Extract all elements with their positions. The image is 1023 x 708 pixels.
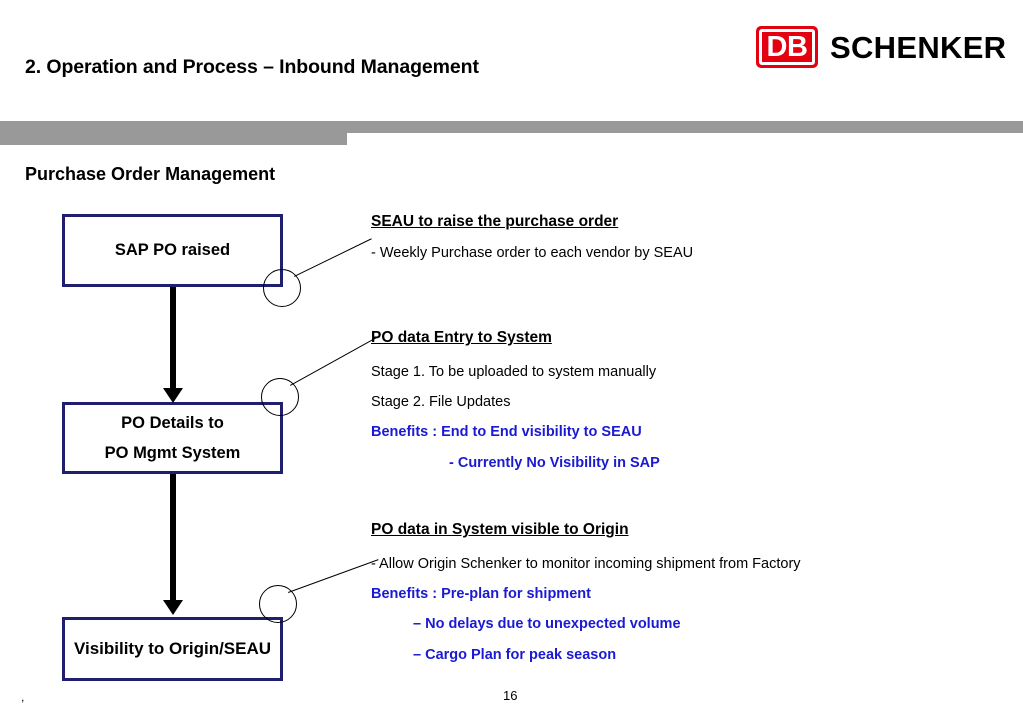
corner-mark: , [21, 690, 25, 704]
flow-box-po-details: PO Details to PO Mgmt System [62, 402, 283, 474]
flow-box-label-line1: PO Details to [121, 413, 224, 432]
divider-band-block [0, 121, 347, 145]
section-heading: Purchase Order Management [25, 164, 276, 184]
annotation-line-benefit: Benefits : End to End visibility to SEAU [371, 424, 642, 441]
annotation-line: - Weekly Purchase order to each vendor b… [371, 244, 694, 261]
annotation-heading: SEAU to raise the purchase order [371, 213, 619, 230]
callout-circle-1 [263, 269, 301, 307]
schenker-wordmark: SCHENKER [830, 29, 1007, 65]
annotation-block-3: PO data in System visible to Origin - Al… [371, 521, 801, 664]
callout-leader-line-2 [290, 336, 378, 386]
annotation-block-2: PO data Entry to System Stage 1. To be u… [371, 329, 660, 472]
flow-box-sap-po-raised: SAP PO raised [62, 214, 283, 287]
annotation-heading: PO data Entry to System [371, 329, 552, 346]
callout-leader-line-3 [288, 559, 379, 593]
annotation-heading: PO data in System visible to Origin [371, 521, 629, 538]
flow-box-visibility: Visibility to Origin/SEAU [62, 617, 283, 681]
db-logo-mark: DB [756, 26, 818, 68]
db-logo-text: DB [760, 30, 814, 64]
annotation-line-benefit-sub: - Currently No Visibility in SAP [449, 454, 660, 471]
page-title: 2. Operation and Process – Inbound Manag… [25, 56, 479, 78]
annotation-line-benefit: Benefits : Pre-plan for shipment [371, 585, 591, 602]
annotation-line: - Allow Origin Schenker to monitor incom… [371, 555, 801, 572]
annotation-line-benefit-sub: – Cargo Plan for peak season [413, 646, 617, 663]
flow-box-label-line2: PO Mgmt System [104, 443, 241, 462]
flow-arrow-2-shaft [170, 474, 176, 602]
flow-arrow-1-head [163, 388, 183, 403]
flow-box-label: Visibility to Origin/SEAU [73, 639, 272, 658]
db-schenker-logo: DB SCHENKER [756, 25, 1006, 69]
flow-arrow-2-head [163, 600, 183, 615]
callout-circle-2 [261, 378, 299, 416]
flow-box-label: SAP PO raised [114, 241, 231, 259]
callout-circle-3 [259, 585, 297, 623]
annotation-line-benefit-sub: – No delays due to unexpected volume [413, 616, 681, 633]
annotation-line: Stage 2. File Updates [371, 393, 511, 410]
annotation-block-1: SEAU to raise the purchase order - Weekl… [371, 213, 693, 262]
annotation-line: Stage 1. To be uploaded to system manual… [371, 363, 657, 380]
flow-arrow-1-shaft [170, 287, 176, 390]
page-number: 16 [503, 688, 518, 703]
callout-leader-line-1 [294, 238, 372, 277]
